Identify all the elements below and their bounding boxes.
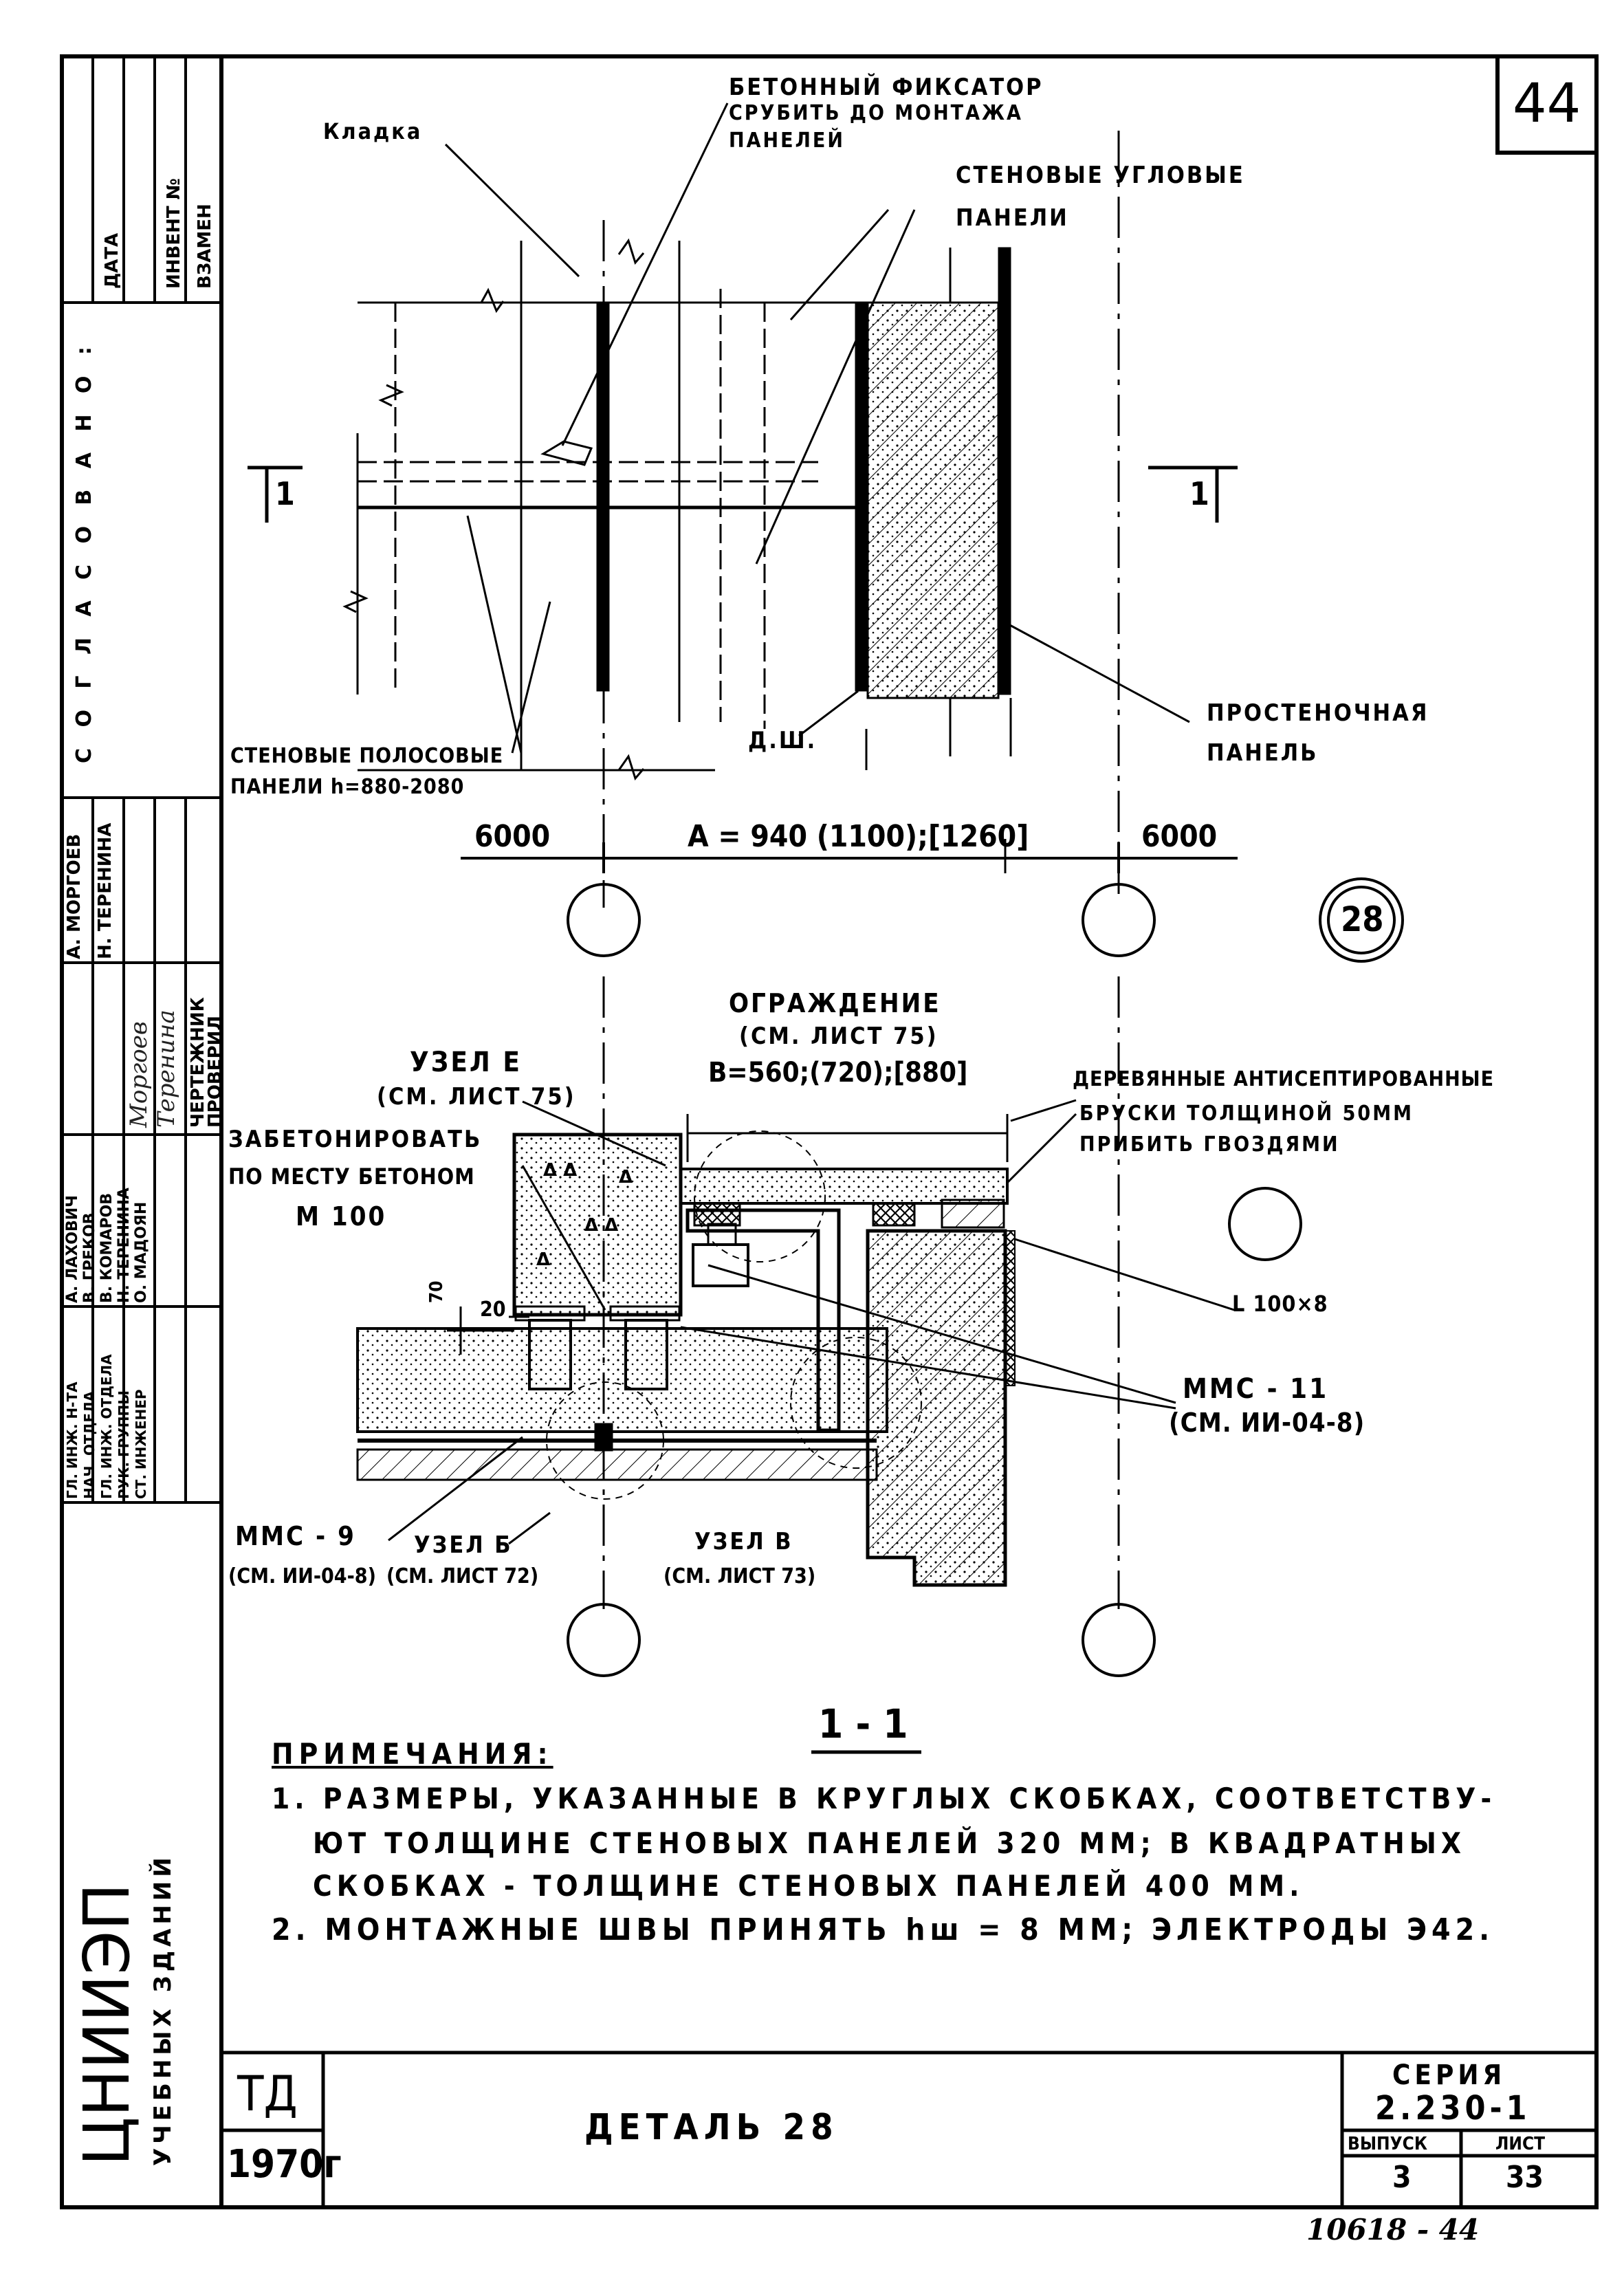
sidebar-name-grekov: В. ГРЕКОВ xyxy=(81,1212,98,1303)
plan-view xyxy=(248,102,1404,963)
label-ds: Д.Ш. xyxy=(748,727,818,754)
sheet-frame xyxy=(60,54,1599,2209)
signature-morgoev: Моргоев xyxy=(125,1021,153,1128)
svg-text:Δ: Δ xyxy=(619,1167,633,1188)
note-2: 2. МОНТАЖНЫЕ ШВЫ ПРИНЯТЬ hш = 8 ММ; ЭЛЕК… xyxy=(272,1912,1495,1947)
sidebar-invent: ИНВЕНТ № xyxy=(164,178,184,289)
sidebar-data: ДАТА xyxy=(102,232,122,289)
sidebar-name-komarov: В. КОМАРОВ xyxy=(98,1193,116,1303)
label-strip-panels-1: СТЕНОВЫЕ ПОЛОСОВЫЕ xyxy=(230,744,504,768)
sidebar-name-madoyan: О. МАДОЯН xyxy=(133,1201,150,1303)
label-node-e-2: (СМ. ЛИСТ 75) xyxy=(377,1083,576,1111)
dim-70: 70 xyxy=(426,1280,447,1303)
sidebar-soglasovano: С О Г Л А С О В А Н О : xyxy=(72,340,96,763)
label-concrete-1: ЗАБЕТОНИРОВАТЬ xyxy=(228,1126,483,1153)
label-fence-2: (СМ. ЛИСТ 75) xyxy=(739,1023,939,1050)
sidebar-role-group-lead: РУК. ГРУППЫ xyxy=(116,1390,132,1499)
tb-title: ДЕТАЛЬ 28 xyxy=(584,2107,839,2148)
section-mark-left: 1 xyxy=(275,475,295,512)
sidebar-role-chief-eng: ГЛ. ИНЖ. Н-ТА xyxy=(64,1381,80,1499)
label-fixator-1: БЕТОННЫЙ ФИКСАТОР xyxy=(729,74,1044,101)
org-subname: УЧЕБНЫХ ЗДАНИЙ xyxy=(149,1853,177,2166)
svg-text:Δ Δ: Δ Δ xyxy=(584,1215,618,1236)
note-1-line-1: 1. РАЗМЕРЫ, УКАЗАННЫЕ В КРУГЛЫХ СКОБКАХ,… xyxy=(272,1782,1497,1815)
notes-heading: ПРИМЕЧАНИЯ: xyxy=(272,1737,553,1771)
sidebar-name-terenina-2: Н. ТЕРЕНИНА xyxy=(116,1188,133,1303)
sheet-number: 44 xyxy=(1513,73,1581,135)
archive-stamp: 10618 - 44 xyxy=(1306,2213,1480,2246)
sidebar-vzamen: ВЗАМЕН xyxy=(195,204,215,289)
tb-vypusk: 3 xyxy=(1392,2160,1412,2195)
label-mmc9-1: ММС - 9 xyxy=(235,1521,356,1551)
sidebar-name-terenina: Н. ТЕРЕНИНА xyxy=(95,822,116,959)
detail-number: 28 xyxy=(1341,899,1384,939)
signature-terenina: Теренина xyxy=(153,1009,180,1128)
label-kladka: Кладка xyxy=(323,118,423,144)
label-concrete-2: ПО МЕСТУ БЕТОНОМ xyxy=(228,1163,475,1190)
sidebar-role-dept-eng: ГЛ. ИНЖ. ОТДЕЛА xyxy=(98,1354,115,1499)
label-mmc11-1: ММС - 11 xyxy=(1183,1373,1329,1405)
dim-left: 6000 xyxy=(474,819,551,854)
label-fixator-3: ПАНЕЛЕЙ xyxy=(729,129,845,153)
section-title: 1 - 1 xyxy=(818,1701,908,1747)
sidebar-name-morgoev: А. МОРГОЕВ xyxy=(64,833,85,959)
tb-list-label: ЛИСТ xyxy=(1495,2134,1546,2154)
svg-text:Δ Δ: Δ Δ xyxy=(543,1160,577,1181)
note-1-line-2: ЮТ ТОЛЩИНЕ СТЕНОВЫХ ПАНЕЛЕЙ 320 ММ; В КВ… xyxy=(313,1826,1467,1860)
label-mmc9-2: (СМ. ИИ-04-8) xyxy=(228,1564,376,1588)
label-fence-3: В=560;(720);[880] xyxy=(708,1057,968,1089)
label-node-v-1: УЗЕЛ В xyxy=(694,1528,793,1555)
label-wood-3: ПРИБИТЬ ГВОЗДЯМИ xyxy=(1079,1133,1340,1157)
label-corner-panels-2: ПАНЕЛИ xyxy=(956,204,1069,232)
sidebar-role-dept-head: НАЧ. ОТДЕЛА xyxy=(81,1390,98,1499)
org-name: ЦНИИЭП xyxy=(70,1883,144,2166)
label-strip-panels-2: ПАНЕЛИ h=880-2080 xyxy=(230,775,465,799)
sidebar-name-lakhovich: А. ЛАХОВИЧ xyxy=(64,1195,81,1303)
label-node-e-1: УЗЕЛ Е xyxy=(410,1047,522,1078)
label-pier-panel-2: ПАНЕЛЬ xyxy=(1207,739,1319,767)
label-concrete-3: М 100 xyxy=(296,1201,387,1232)
dim-20: 20 xyxy=(480,1298,506,1322)
sidebar-grid xyxy=(62,56,221,1504)
title-block xyxy=(221,2051,1596,2207)
label-mmc11-2: (СМ. ИИ-04-8) xyxy=(1169,1408,1365,1438)
tb-vypusk-label: ВЫПУСК xyxy=(1348,2134,1427,2154)
dim-right: 6000 xyxy=(1141,819,1218,854)
label-node-b-1: УЗЕЛ Б xyxy=(414,1531,513,1559)
label-fence-1: ОГРАЖДЕНИЕ xyxy=(729,988,941,1018)
label-corner-panels-1: СТЕНОВЫЕ УГЛОВЫЕ xyxy=(956,162,1245,189)
sidebar-role-checked: ПРОВЕРИЛ xyxy=(205,1016,226,1128)
tb-td: ТД xyxy=(237,2066,298,2122)
tb-seriya-label: СЕРИЯ xyxy=(1392,2059,1506,2091)
label-fixator-2: СРУБИТЬ ДО МОНТАЖА xyxy=(729,101,1023,125)
label-node-v-2: (СМ. ЛИСТ 73) xyxy=(663,1564,816,1588)
label-angle: L 100×8 xyxy=(1232,1291,1328,1317)
label-wood-1: ДЕРЕВЯННЫЕ АНТИСЕПТИРОВАННЫЕ xyxy=(1073,1067,1495,1091)
dim-mid: А = 940 (1100);[1260] xyxy=(688,819,1029,854)
tb-year: 1970г xyxy=(227,2142,342,2187)
tb-list: 33 xyxy=(1506,2160,1544,2195)
section-mark-right: 1 xyxy=(1189,475,1209,512)
label-node-b-2: (СМ. ЛИСТ 72) xyxy=(386,1564,539,1588)
svg-text:Δ: Δ xyxy=(536,1249,550,1270)
label-wood-2: БРУСКИ ТОЛЩИНОЙ 50ММ xyxy=(1079,1102,1414,1126)
note-1-line-3: СКОБКАХ - ТОЛЩИНЕ СТЕНОВЫХ ПАНЕЛЕЙ 400 М… xyxy=(313,1869,1304,1903)
label-pier-panel-1: ПРОСТЕНОЧНАЯ xyxy=(1207,699,1429,727)
sidebar-role-senior-eng: СТ. ИНЖЕНЕР xyxy=(133,1389,149,1499)
section-view: Δ Δ Δ Δ Δ Δ xyxy=(356,976,1302,1754)
tb-seriya: 2.230-1 xyxy=(1375,2089,1531,2128)
